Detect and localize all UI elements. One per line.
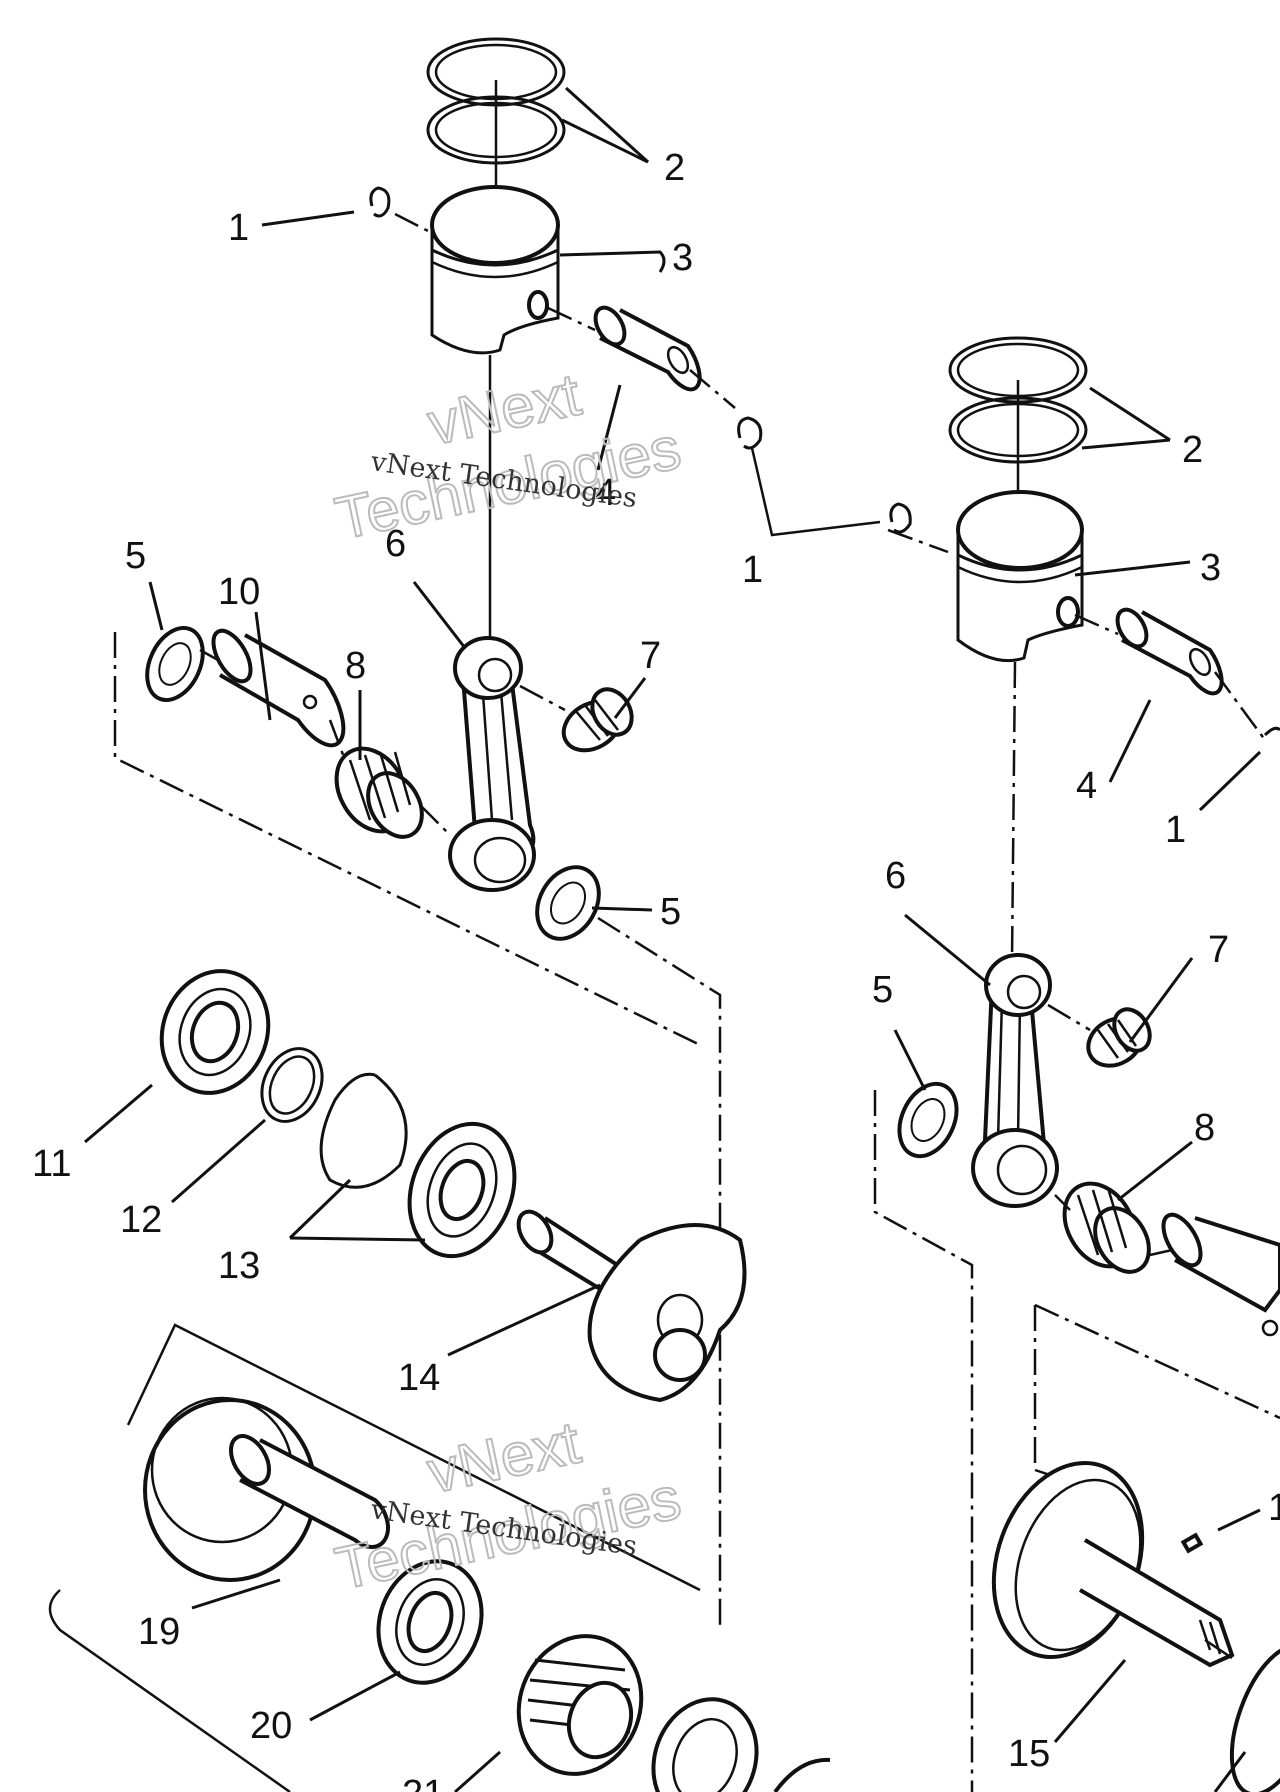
woodruff-key-right bbox=[1180, 1532, 1204, 1554]
callouts: 1 2 3 4 5 6 7 8 10 5 11 12 13 14 19 20 2… bbox=[32, 147, 1280, 1792]
callout-4: 4 bbox=[595, 472, 616, 514]
wrist-pin-left bbox=[593, 305, 702, 392]
left-assembly bbox=[48, 37, 949, 1792]
circlip-left-2 bbox=[737, 416, 763, 450]
crank-pin-left bbox=[211, 628, 346, 748]
callout-1-right: 1 bbox=[742, 549, 763, 591]
crankshaft-half-right bbox=[991, 1461, 1235, 1668]
callout-1: 1 bbox=[228, 207, 249, 249]
thrust-washer-left-1 bbox=[145, 625, 205, 703]
callout-20: 20 bbox=[250, 1705, 292, 1747]
connecting-rod-left bbox=[448, 636, 536, 892]
callout-13: 13 bbox=[218, 1245, 260, 1287]
callout-2: 2 bbox=[664, 147, 685, 189]
big-end-needle-bearing-left bbox=[334, 746, 424, 839]
callout-11: 11 bbox=[32, 1143, 71, 1185]
callout-1-key: 1 bbox=[1268, 1487, 1280, 1529]
thrust-washer-left-2 bbox=[535, 865, 601, 941]
retaining-ring-left bbox=[319, 1072, 408, 1189]
callout-3: 3 bbox=[672, 237, 693, 279]
callout-14: 14 bbox=[398, 1357, 440, 1399]
callout-10: 10 bbox=[218, 571, 260, 613]
circlip-right-1 bbox=[889, 502, 912, 534]
bearing-20-left bbox=[376, 1559, 484, 1685]
callout-4-right: 4 bbox=[1076, 765, 1097, 807]
connecting-rod-right bbox=[971, 953, 1059, 1208]
callout-6: 6 bbox=[385, 523, 406, 565]
leader-lines bbox=[84, 86, 1262, 1792]
oil-seal-left bbox=[516, 1634, 644, 1776]
callout-3-right: 3 bbox=[1200, 547, 1221, 589]
watermark-upper: vNext Technologies bbox=[329, 360, 688, 554]
wrist-pin-right bbox=[1115, 607, 1224, 696]
callout-1-right-lower: 1 bbox=[1165, 809, 1186, 851]
callout-8: 8 bbox=[345, 645, 366, 687]
big-end-needle-bearing-right bbox=[1062, 1181, 1151, 1274]
thrust-washer-right bbox=[897, 1081, 959, 1159]
callout-21: 21 bbox=[402, 1773, 444, 1792]
crankshaft-flywheel-lower-left bbox=[143, 1396, 390, 1582]
bearing-bottom-left bbox=[651, 1697, 759, 1792]
callout-19: 19 bbox=[138, 1611, 180, 1653]
callout-7: 7 bbox=[640, 635, 661, 677]
small-end-needle-bearing-left bbox=[561, 687, 634, 753]
callout-8-right: 8 bbox=[1194, 1107, 1215, 1149]
circlip-left-1 bbox=[369, 186, 391, 218]
callout-15: 15 bbox=[1008, 1733, 1050, 1775]
piston-right bbox=[956, 490, 1084, 663]
callout-5-lower: 5 bbox=[660, 891, 681, 933]
bearing-bottom-right bbox=[1229, 1643, 1280, 1792]
callout-7-right: 7 bbox=[1208, 929, 1229, 971]
callout-2-right: 2 bbox=[1182, 429, 1203, 471]
main-bearing-left bbox=[159, 969, 271, 1095]
callout-12: 12 bbox=[120, 1199, 162, 1241]
snap-ring-left bbox=[260, 1047, 324, 1123]
right-assembly bbox=[873, 336, 1280, 1792]
crank-pin-right bbox=[1161, 1212, 1280, 1337]
callout-5-right: 5 bbox=[872, 969, 893, 1011]
crankshaft-half-left bbox=[516, 1209, 747, 1403]
crank-bearing-left bbox=[407, 1121, 517, 1259]
callout-6-right: 6 bbox=[885, 855, 906, 897]
small-end-needle-bearing-right bbox=[1086, 1007, 1152, 1068]
callout-5: 5 bbox=[125, 535, 146, 577]
piston-left bbox=[430, 185, 560, 355]
